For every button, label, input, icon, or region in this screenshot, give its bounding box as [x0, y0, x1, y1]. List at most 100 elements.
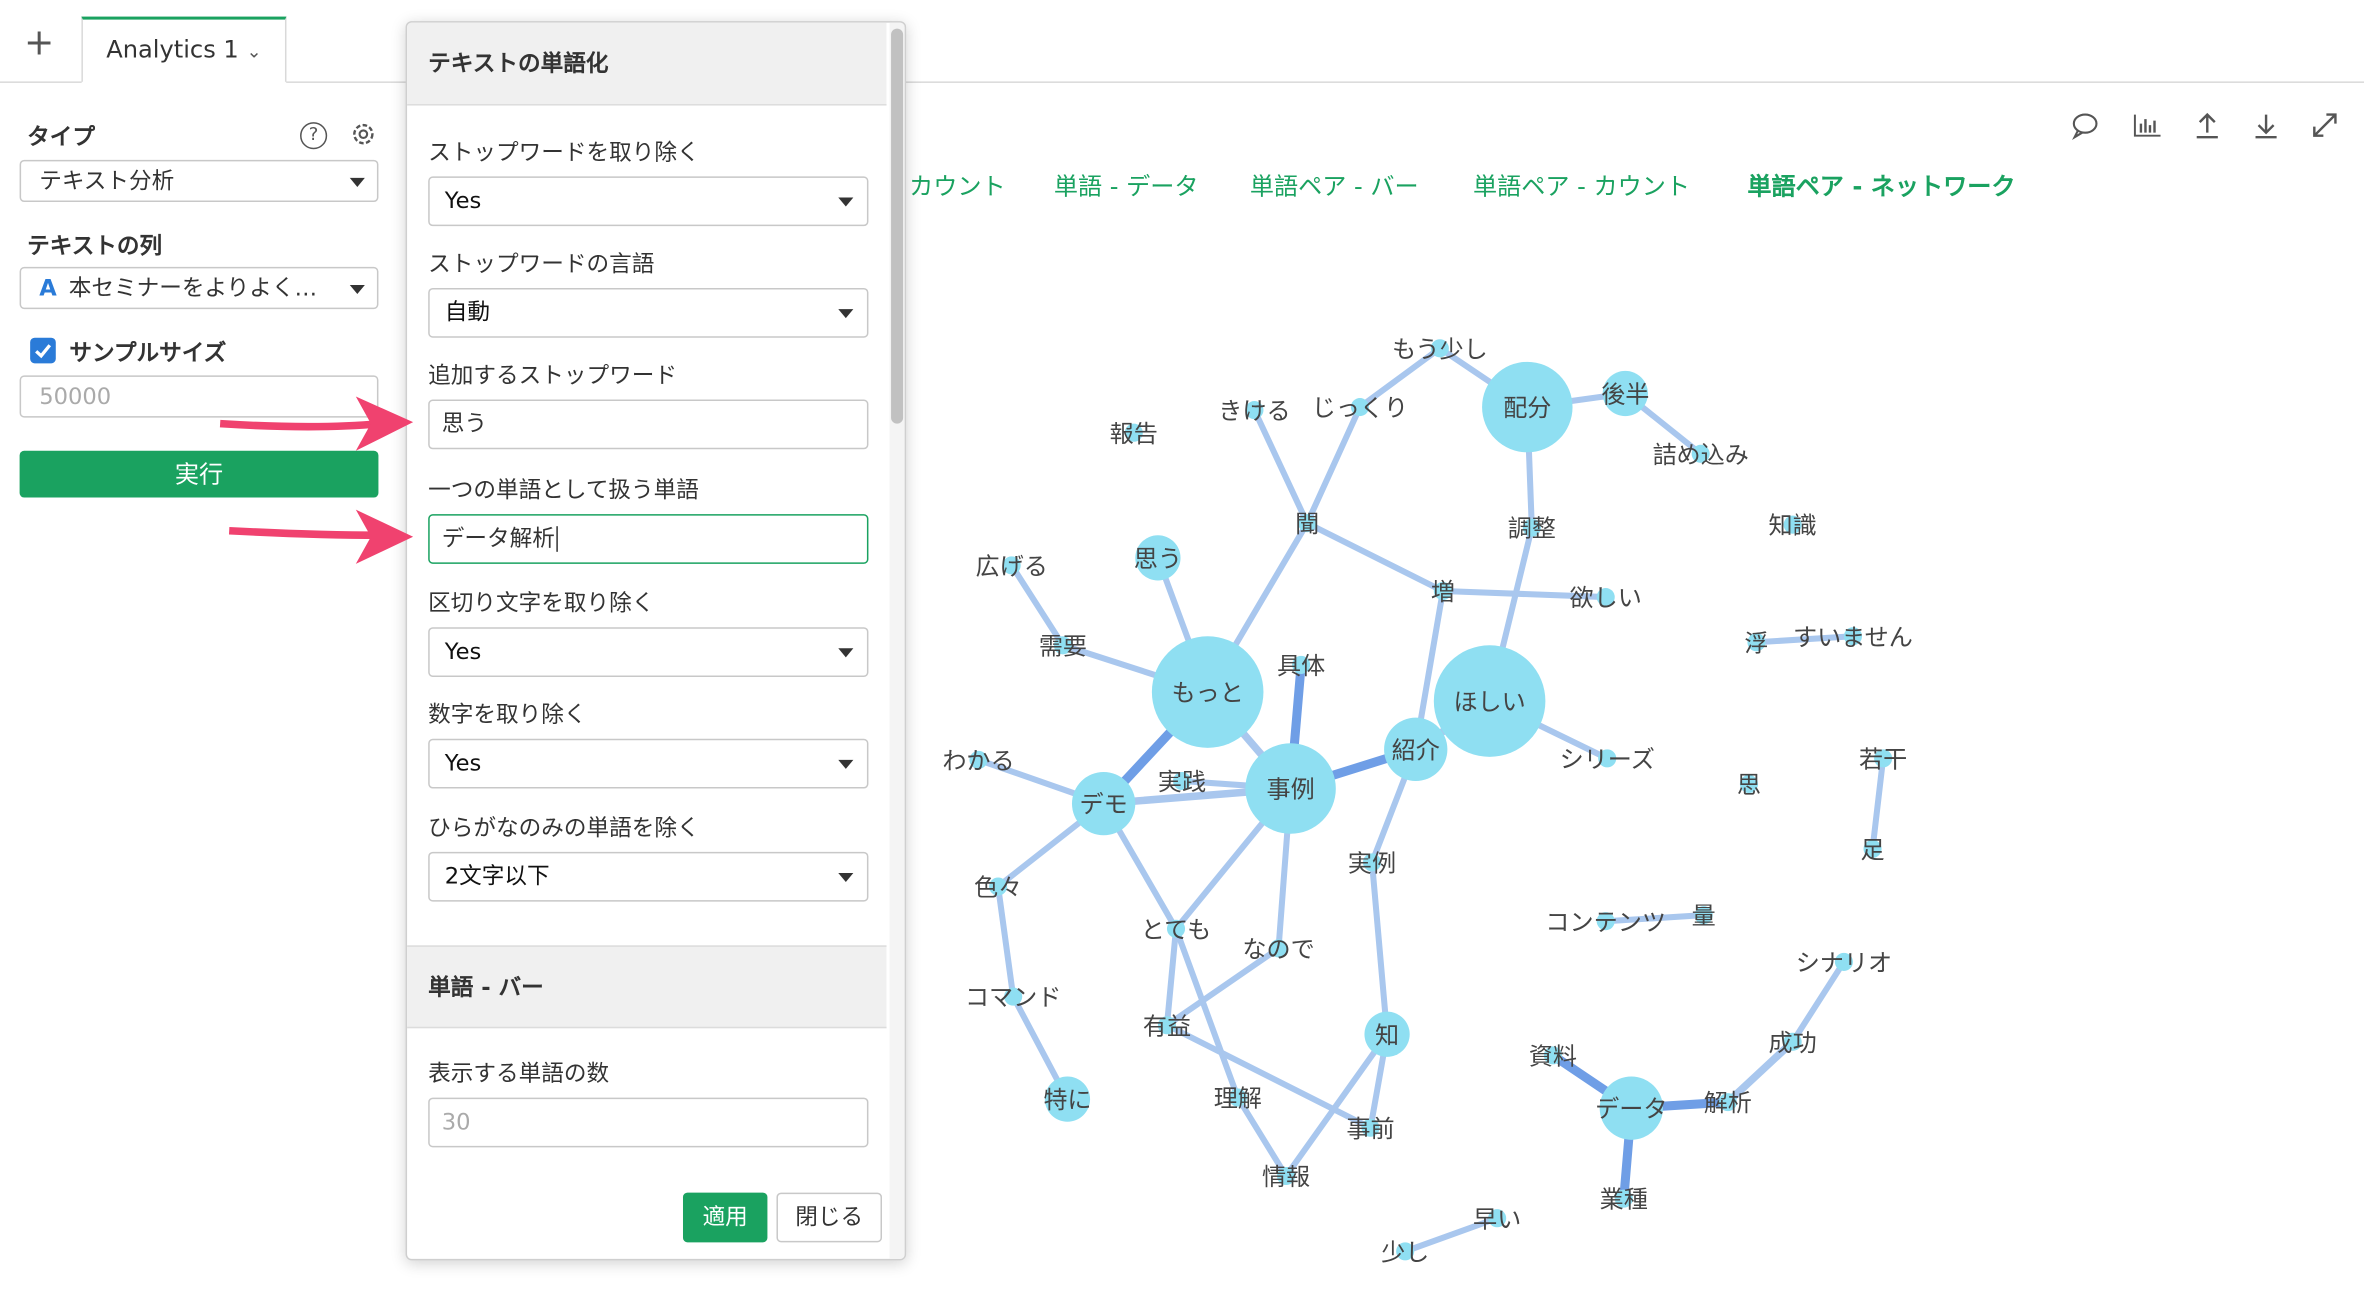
- close-button[interactable]: 閉じる: [776, 1192, 883, 1243]
- network-node[interactable]: 若干: [1859, 745, 1907, 773]
- network-node[interactable]: 調整: [1508, 515, 1556, 543]
- network-node[interactable]: データ: [1595, 1076, 1667, 1140]
- network-node[interactable]: 早い: [1473, 1205, 1521, 1233]
- network-node[interactable]: わかる: [942, 747, 1014, 775]
- network-node[interactable]: もう少し: [1392, 335, 1488, 363]
- num-words-input[interactable]: 30: [428, 1097, 869, 1148]
- download-icon[interactable]: [2249, 109, 2282, 142]
- chart-tab-pair-bar[interactable]: 単語ペア - バー: [1249, 171, 1419, 201]
- network-node-circle: [1691, 444, 1710, 463]
- network-node[interactable]: 事前: [1346, 1115, 1394, 1143]
- tab-analytics[interactable]: Analytics 1 ⌄: [81, 16, 287, 83]
- upload-icon[interactable]: [2191, 109, 2224, 142]
- network-node[interactable]: 有益: [1143, 1012, 1191, 1040]
- network-node[interactable]: 実例: [1348, 849, 1396, 877]
- network-node-circle: [1269, 939, 1288, 958]
- remove-numbers-select[interactable]: Yes: [428, 738, 869, 789]
- network-node[interactable]: 具体: [1277, 652, 1325, 680]
- network-node[interactable]: デモ: [1071, 771, 1136, 836]
- network-node[interactable]: 足: [1861, 836, 1885, 864]
- hiragana-select[interactable]: 2文字以下: [428, 851, 869, 902]
- stopword-lang-value: 自動: [444, 298, 491, 326]
- network-node[interactable]: 浮: [1744, 629, 1768, 657]
- network-node[interactable]: 理解: [1214, 1085, 1262, 1113]
- network-node[interactable]: 後半: [1601, 370, 1649, 417]
- expand-icon[interactable]: [2308, 109, 2341, 142]
- network-node[interactable]: 思: [1737, 771, 1761, 799]
- network-edge: [995, 883, 1017, 1000]
- network-node-label: 業種: [1600, 1186, 1648, 1214]
- network-node[interactable]: じっくり: [1312, 394, 1408, 422]
- stopwords-select[interactable]: Yes: [428, 176, 869, 227]
- network-node[interactable]: すいません: [1793, 623, 1913, 651]
- network-edge: [1368, 859, 1391, 1038]
- network-node[interactable]: 事例: [1245, 743, 1336, 834]
- network-node[interactable]: 広げる: [976, 552, 1048, 580]
- stopword-lang-select[interactable]: 自動: [428, 287, 869, 338]
- help-icon[interactable]: ?: [300, 122, 328, 150]
- type-select[interactable]: テキスト分析: [19, 159, 379, 203]
- network-node-circle: [1362, 853, 1382, 872]
- network-node[interactable]: 紹介: [1384, 717, 1448, 781]
- network-node[interactable]: 知識: [1769, 512, 1817, 540]
- network-node[interactable]: 情報: [1262, 1163, 1310, 1191]
- chart-tab-word-data[interactable]: 単語 - データ: [1053, 171, 1199, 201]
- remove-punct-select[interactable]: Yes: [428, 627, 869, 677]
- network-node-label: 具体: [1277, 652, 1325, 680]
- scrollbar-thumb[interactable]: [891, 28, 904, 424]
- network-node[interactable]: コンテンツ: [1545, 908, 1666, 936]
- network-node-circle: [1071, 771, 1136, 836]
- network-node-label: 特に: [1043, 1086, 1091, 1114]
- chart-tab-pair-count[interactable]: 単語ペア - カウント: [1473, 171, 1691, 201]
- network-node[interactable]: 量: [1692, 902, 1716, 930]
- chart-icon[interactable]: [2130, 109, 2163, 142]
- network-node[interactable]: とても: [1141, 916, 1211, 944]
- sample-size-input[interactable]: 50000: [19, 375, 379, 418]
- gear-icon[interactable]: [348, 119, 378, 149]
- section-word-bar-title: 単語 - バー: [407, 945, 887, 1029]
- network-node[interactable]: 少し: [1381, 1238, 1429, 1266]
- network-node[interactable]: 実践: [1158, 768, 1206, 796]
- network-node[interactable]: ほしい: [1433, 645, 1546, 757]
- network-node[interactable]: 資料: [1529, 1042, 1577, 1070]
- network-node[interactable]: なので: [1242, 935, 1314, 963]
- network-node[interactable]: 知: [1364, 1011, 1410, 1057]
- compound-words-input[interactable]: データ解析: [428, 514, 869, 564]
- chart-tab-pair-network[interactable]: 単語ペア - ネットワーク: [1747, 171, 2016, 201]
- chart-tab-count[interactable]: カウント: [909, 171, 1006, 201]
- network-node[interactable]: 思う: [1134, 535, 1182, 581]
- network-node[interactable]: 詰め込み: [1652, 441, 1748, 469]
- stopwords-label: ストップワードを取り除く: [428, 138, 700, 166]
- network-node[interactable]: 報告: [1110, 420, 1158, 448]
- network-node[interactable]: もっと: [1151, 636, 1264, 748]
- network-node-label: 事前: [1346, 1115, 1394, 1143]
- network-node[interactable]: きける: [1218, 397, 1290, 425]
- num-words-label: 表示する単語の数: [428, 1059, 610, 1088]
- network-node[interactable]: コマンド: [965, 984, 1061, 1012]
- network-node[interactable]: シナリオ: [1796, 949, 1892, 977]
- comment-icon[interactable]: [2069, 109, 2102, 142]
- network-node[interactable]: 増: [1431, 578, 1455, 606]
- network-node[interactable]: 色々: [974, 874, 1022, 902]
- network-node-circle: [1172, 771, 1192, 791]
- network-node[interactable]: 欲しい: [1570, 584, 1642, 612]
- network-node[interactable]: 聞: [1295, 510, 1319, 538]
- network-edge: [1439, 588, 1609, 601]
- network-node[interactable]: 解析: [1704, 1089, 1752, 1117]
- network-node[interactable]: 特に: [1043, 1076, 1092, 1122]
- network-node-label: 欲しい: [1570, 584, 1642, 612]
- network-node[interactable]: 成功: [1769, 1029, 1817, 1057]
- network-node[interactable]: シリーズ: [1560, 745, 1655, 773]
- apply-button[interactable]: 適用: [682, 1192, 768, 1243]
- run-button[interactable]: 実行: [19, 450, 379, 498]
- network-node-label: 実例: [1348, 849, 1396, 877]
- network-node-circle: [1834, 952, 1853, 971]
- sample-size-checkbox[interactable]: [30, 337, 56, 364]
- plus-icon[interactable]: +: [24, 21, 55, 64]
- network-node[interactable]: 需要: [1039, 632, 1087, 660]
- network-node[interactable]: 配分: [1482, 361, 1573, 453]
- network-node-label: デモ: [1080, 791, 1128, 819]
- network-node[interactable]: 業種: [1600, 1186, 1648, 1214]
- add-stopwords-input[interactable]: 思う: [428, 399, 869, 450]
